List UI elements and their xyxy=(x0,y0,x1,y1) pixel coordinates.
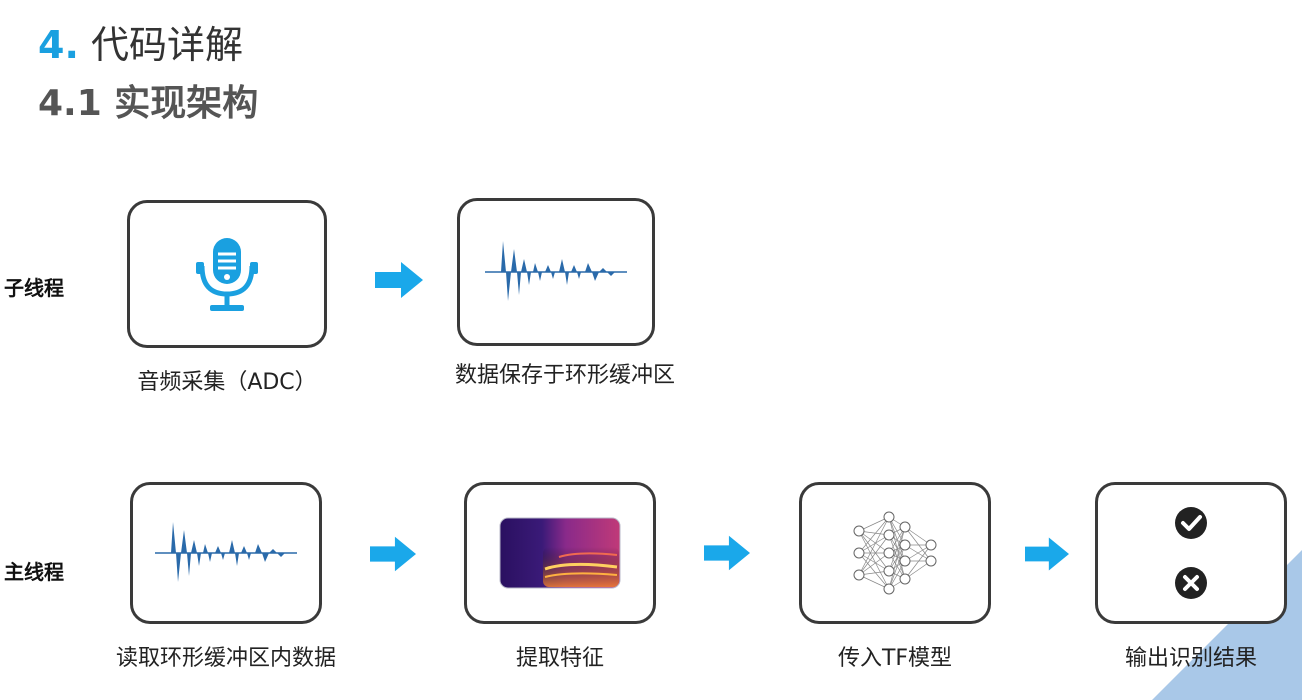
section-number: 4. xyxy=(38,23,79,67)
caption-tf-model: 传入TF模型 xyxy=(837,646,953,671)
spectrogram-icon xyxy=(499,517,621,589)
section-title: 4. 代码详解 xyxy=(38,20,243,70)
step-box-extract-features xyxy=(464,482,656,624)
check-and-cross-icon xyxy=(1175,507,1207,599)
caption-extract-features: 提取特征 xyxy=(515,646,604,671)
step-box-output-result xyxy=(1095,482,1287,624)
waveform-icon xyxy=(485,241,627,301)
caption-save-ring-buffer: 数据保存于环形缓冲区 xyxy=(454,363,675,388)
arrow-right-icon xyxy=(704,535,750,571)
caption-audio-capture: 音频采集（ADC） xyxy=(137,370,317,395)
sub-thread-label: 子线程 xyxy=(4,276,64,300)
arrow-right-icon xyxy=(1025,537,1069,571)
microphone-icon xyxy=(196,238,258,311)
caption-output-result: 输出识别结果 xyxy=(1124,646,1257,671)
arrow-right-icon xyxy=(375,262,423,298)
section-title-text: 代码详解 xyxy=(90,23,243,67)
subsection-title: 4.1 实现架构 xyxy=(38,83,259,124)
step-box-audio-capture xyxy=(127,200,327,348)
arrow-right-icon xyxy=(370,536,416,572)
waveform-icon xyxy=(155,522,297,582)
check-circle-icon xyxy=(1175,507,1207,539)
main-thread-label: 主线程 xyxy=(4,560,64,584)
step-box-save-ring-buffer xyxy=(457,198,655,346)
step-box-tf-model xyxy=(799,482,991,624)
caption-read-ring-buffer: 读取环形缓冲区内数据 xyxy=(115,646,336,671)
step-box-read-ring-buffer xyxy=(130,482,322,624)
neural-network-icon xyxy=(853,511,937,595)
